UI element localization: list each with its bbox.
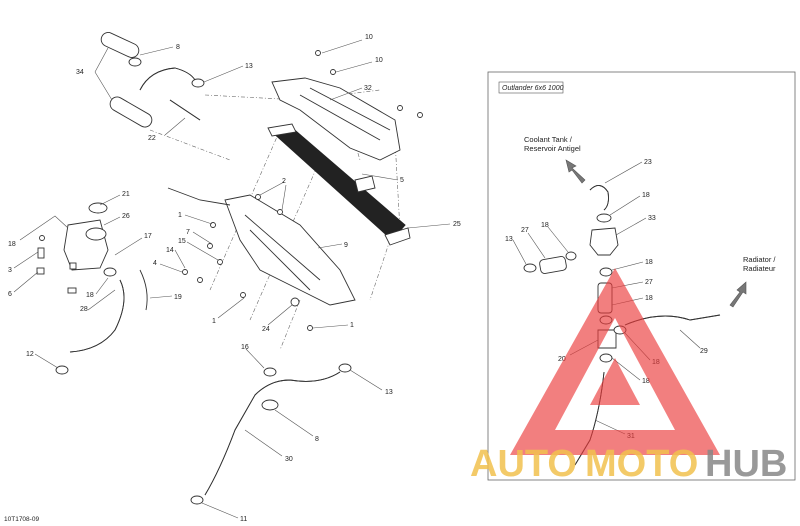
callout-12: 12 bbox=[26, 351, 34, 358]
coolant-tank-label-line1: Coolant Tank / bbox=[524, 135, 573, 144]
callout-16: 16 bbox=[241, 344, 249, 351]
hose-28 bbox=[69, 267, 125, 353]
callout-7: 7 bbox=[186, 229, 190, 236]
callout-18: 18 bbox=[642, 192, 650, 199]
callout-8: 8 bbox=[176, 44, 180, 51]
callout-18: 18 bbox=[86, 292, 94, 299]
callout-18: 18 bbox=[642, 378, 650, 385]
callout-17: 17 bbox=[144, 233, 152, 240]
watermark-part-hub: HUB bbox=[705, 443, 787, 485]
callout-labels: 10 10 8 34 13 32 22 5 2 25 21 26 18 3 6 … bbox=[8, 34, 708, 523]
watermark-part-moto: MOTO bbox=[585, 443, 698, 485]
arrow-to-coolant-tank-icon bbox=[565, 159, 586, 184]
callout-22: 22 bbox=[148, 135, 156, 142]
hose-19 bbox=[139, 269, 148, 311]
clamp-12 bbox=[55, 365, 69, 375]
callout-20: 20 bbox=[558, 356, 566, 363]
callout-19: 19 bbox=[174, 294, 182, 301]
callout-14: 14 bbox=[166, 247, 174, 254]
callout-10: 10 bbox=[375, 57, 383, 64]
callout-27: 27 bbox=[521, 227, 529, 234]
callout-24: 24 bbox=[262, 326, 270, 333]
callout-32: 32 bbox=[364, 85, 372, 92]
callout-13: 13 bbox=[505, 236, 513, 243]
bolts bbox=[182, 50, 423, 331]
inset-title: Outlander 6x6 1000 bbox=[502, 85, 564, 92]
callout-23: 23 bbox=[644, 159, 652, 166]
hose-30 bbox=[190, 363, 352, 505]
radiator-label-line1: Radiator / bbox=[743, 255, 776, 264]
coolant-tank-label-line2: Reservoir Antigel bbox=[524, 144, 581, 153]
hose-22 bbox=[139, 67, 201, 121]
radiator-support-9 bbox=[167, 187, 356, 306]
callout-1: 1 bbox=[178, 212, 182, 219]
automotohub-watermark bbox=[510, 268, 720, 455]
callout-29: 29 bbox=[700, 348, 708, 355]
callout-13: 13 bbox=[385, 389, 393, 396]
callout-18: 18 bbox=[8, 241, 16, 248]
callout-21: 21 bbox=[122, 191, 130, 198]
callout-8: 8 bbox=[315, 436, 319, 443]
callout-13: 13 bbox=[245, 63, 253, 70]
callout-2: 2 bbox=[282, 178, 286, 185]
watermark-text: AUTO MOTO HUB bbox=[470, 443, 787, 485]
drawing-reference-code: 10T1708-09 bbox=[4, 516, 39, 523]
callout-3: 3 bbox=[8, 267, 12, 274]
callout-25: 25 bbox=[453, 221, 461, 228]
callout-1: 1 bbox=[350, 322, 354, 329]
small-hardware-left bbox=[36, 235, 77, 294]
callout-15: 15 bbox=[178, 238, 186, 245]
callout-11: 11 bbox=[240, 516, 247, 523]
clamp-8-top bbox=[128, 57, 142, 67]
watermark-part-auto: AUTO bbox=[470, 443, 577, 485]
callout-30: 30 bbox=[285, 456, 293, 463]
callout-6: 6 bbox=[8, 291, 12, 298]
clamp-13-top bbox=[191, 78, 205, 88]
callout-34: 34 bbox=[76, 69, 84, 76]
callout-26: 26 bbox=[122, 213, 130, 220]
callout-10: 10 bbox=[365, 34, 373, 41]
watermark-inner-triangle bbox=[590, 358, 640, 405]
coolant-tank-26 bbox=[63, 202, 109, 271]
fan-shroud-32 bbox=[271, 77, 401, 161]
hose-34-set bbox=[100, 32, 153, 128]
callout-28: 28 bbox=[80, 306, 88, 313]
callout-9: 9 bbox=[344, 242, 348, 249]
callout-18: 18 bbox=[645, 259, 653, 266]
callout-27: 27 bbox=[645, 279, 653, 286]
callout-1: 1 bbox=[212, 318, 216, 325]
callout-18: 18 bbox=[645, 295, 653, 302]
callout-18: 18 bbox=[541, 222, 549, 229]
radiator-label-line2: Radiateur bbox=[743, 264, 776, 273]
radiator-core bbox=[267, 123, 411, 246]
callout-4: 4 bbox=[153, 260, 157, 267]
callout-5: 5 bbox=[400, 177, 404, 184]
arrow-to-radiator-icon bbox=[729, 281, 747, 308]
callout-33: 33 bbox=[648, 215, 656, 222]
watermark-triangle-logo bbox=[510, 268, 720, 455]
